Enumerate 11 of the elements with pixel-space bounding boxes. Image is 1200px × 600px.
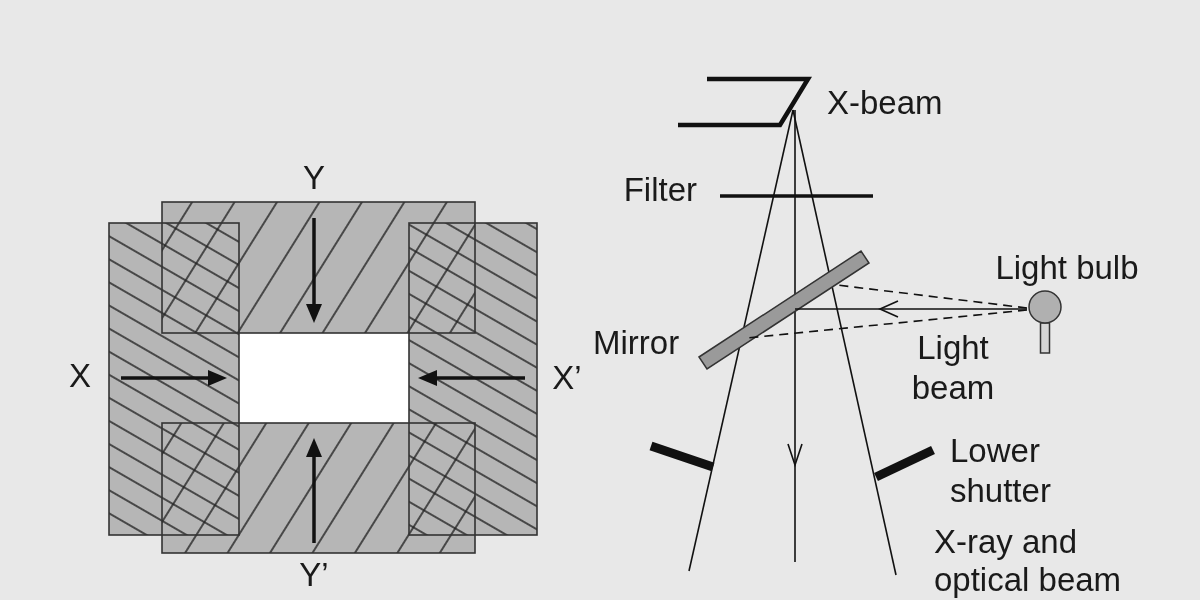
axis-label: X’ — [552, 358, 582, 398]
axis-label: Y — [303, 158, 325, 198]
part-label: Lower shutter — [950, 431, 1052, 511]
part-label: X-beam — [827, 83, 943, 123]
axis-label: Y’ — [299, 555, 329, 595]
axis-label: X — [69, 356, 91, 396]
part-label: Light beam — [910, 328, 996, 408]
part-label: Light bulb — [995, 248, 1139, 288]
part-label: Mirror — [593, 323, 680, 363]
part-label: X-ray and optical beam — [934, 523, 1123, 599]
part-label: Filter — [623, 170, 697, 210]
